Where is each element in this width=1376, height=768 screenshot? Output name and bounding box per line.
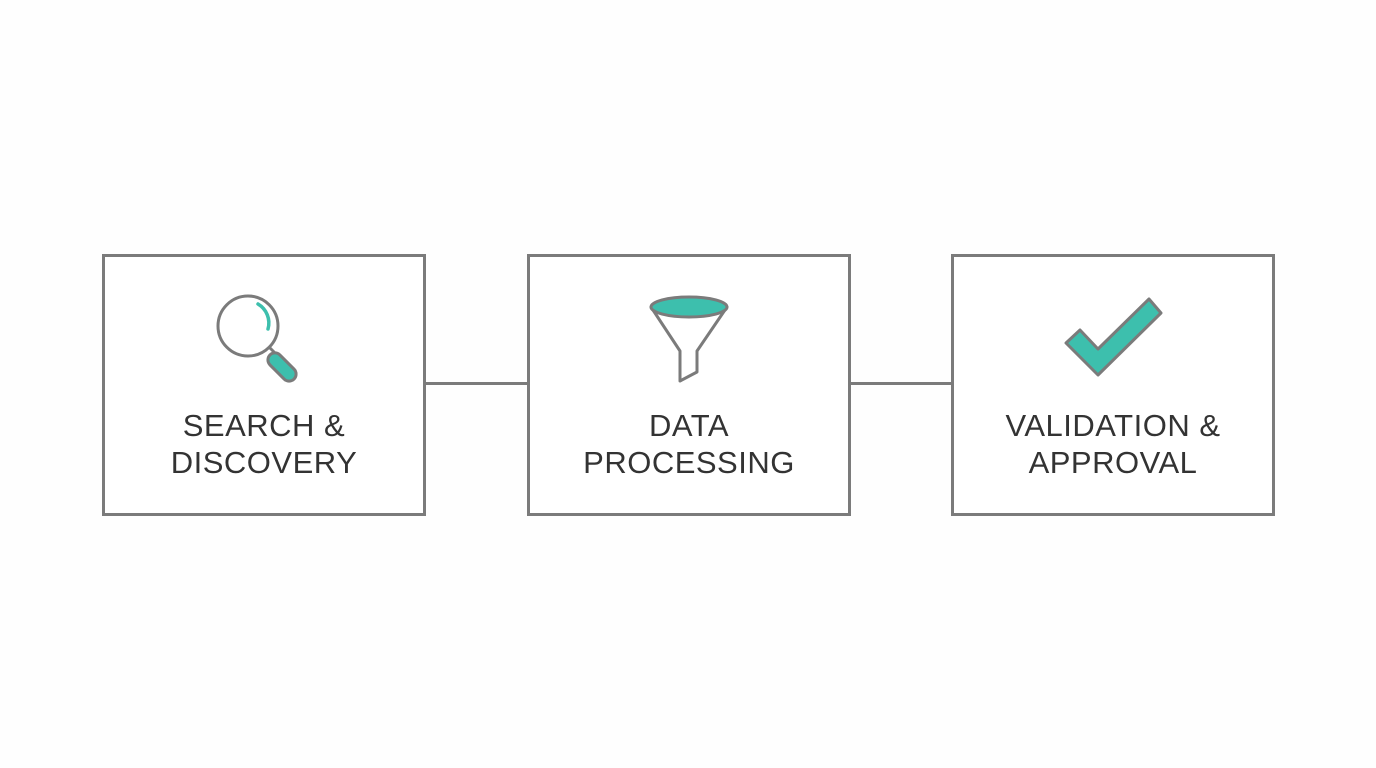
step-label-line: APPROVAL — [1028, 445, 1198, 480]
connector-line — [848, 382, 952, 385]
funnel-icon — [639, 291, 739, 387]
step-label: SEARCH & DISCOVERY — [105, 407, 423, 481]
step-label-line: PROCESSING — [583, 445, 795, 480]
step-label: VALIDATION & APPROVAL — [954, 407, 1272, 481]
magnifying-glass-icon — [214, 291, 314, 387]
step-label: DATA PROCESSING — [530, 407, 848, 481]
step-box-validation-approval: VALIDATION & APPROVAL — [951, 254, 1275, 516]
step-label-line: DATA — [648, 408, 730, 443]
step-label-line: DISCOVERY — [170, 445, 358, 480]
step-label-line: SEARCH & — [182, 408, 346, 443]
connector-line — [424, 382, 528, 385]
step-box-data-processing: DATA PROCESSING — [527, 254, 851, 516]
step-label-line: VALIDATION & — [1005, 408, 1221, 443]
step-box-search-discovery: SEARCH & DISCOVERY — [102, 254, 426, 516]
checkmark-icon — [1063, 291, 1163, 387]
